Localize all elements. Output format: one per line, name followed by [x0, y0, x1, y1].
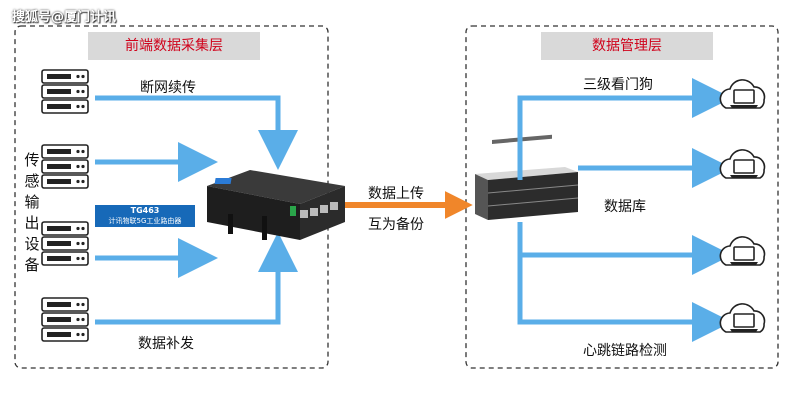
laptop-cloud-icon	[719, 303, 766, 333]
watermark: 搜狐号@厦门计讯	[12, 10, 117, 25]
arrow-resume	[95, 95, 298, 170]
laptop-cloud-icon	[719, 149, 766, 179]
right-panel-title: 数据管理层	[541, 32, 713, 60]
label-backup: 互为备份	[368, 217, 424, 233]
router-tag: TG463 计讯物联5G工业路由器	[95, 205, 195, 227]
upload-arrow	[345, 191, 473, 219]
label-database: 数据库	[604, 199, 646, 215]
server-stack-icon	[41, 69, 89, 114]
label-watchdog: 三级看门狗	[583, 77, 653, 93]
laptop-cloud-icon	[719, 236, 766, 266]
rack-server-icon	[475, 134, 579, 220]
server-stack-icon	[41, 144, 89, 189]
label-heartbeat: 心跳链路检测	[583, 343, 667, 359]
arrow-watchdog	[517, 78, 732, 180]
server-stack-icon	[41, 221, 89, 266]
router-icon	[207, 170, 345, 240]
sensor-device-label: 传感输出设备	[24, 151, 40, 274]
laptop-cloud-icon	[719, 79, 766, 109]
arrow-supplement	[95, 232, 298, 325]
label-supplement: 数据补发	[138, 336, 194, 352]
left-panel-title: 前端数据采集层	[88, 32, 260, 60]
label-upload: 数据上传	[368, 186, 424, 202]
server-stack-icon	[41, 297, 89, 342]
router-model: TG463	[130, 206, 160, 215]
label-resume: 断网续传	[140, 80, 196, 96]
arrow-heartbeat	[517, 222, 732, 342]
router-desc: 计讯物联5G工业路由器	[108, 217, 182, 225]
